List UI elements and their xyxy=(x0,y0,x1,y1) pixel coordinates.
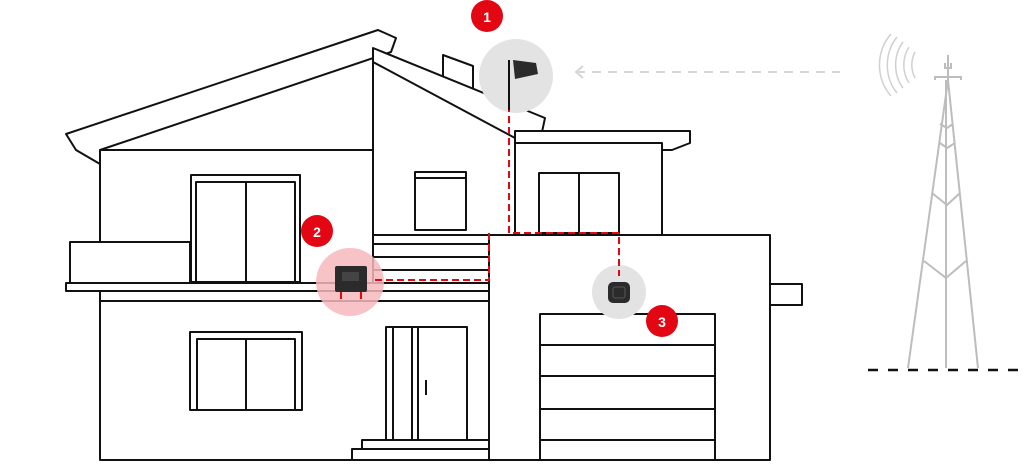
marker-1-label: 1 xyxy=(483,9,491,25)
outdoor-antenna-icon xyxy=(508,60,538,110)
garage-door xyxy=(539,313,716,461)
right-roof xyxy=(514,130,691,151)
balcony-rail xyxy=(69,241,191,285)
marker-2: 2 xyxy=(301,215,333,247)
cable-route xyxy=(372,105,620,281)
cell-tower-icon xyxy=(868,33,1024,372)
signal-waves-icon xyxy=(878,33,916,97)
left-roof xyxy=(65,29,397,165)
signal-booster-icon xyxy=(335,266,367,299)
marker-2-label: 2 xyxy=(313,224,321,240)
marker-3: 3 xyxy=(646,305,678,337)
upper-middle-window xyxy=(414,171,467,231)
signal-arrow xyxy=(574,65,840,79)
marker-3-label: 3 xyxy=(658,314,666,330)
indoor-antenna-icon xyxy=(608,282,630,303)
front-steps xyxy=(361,439,491,450)
floor-slab xyxy=(65,282,491,292)
house xyxy=(65,29,803,461)
marker-1: 1 xyxy=(471,0,503,32)
